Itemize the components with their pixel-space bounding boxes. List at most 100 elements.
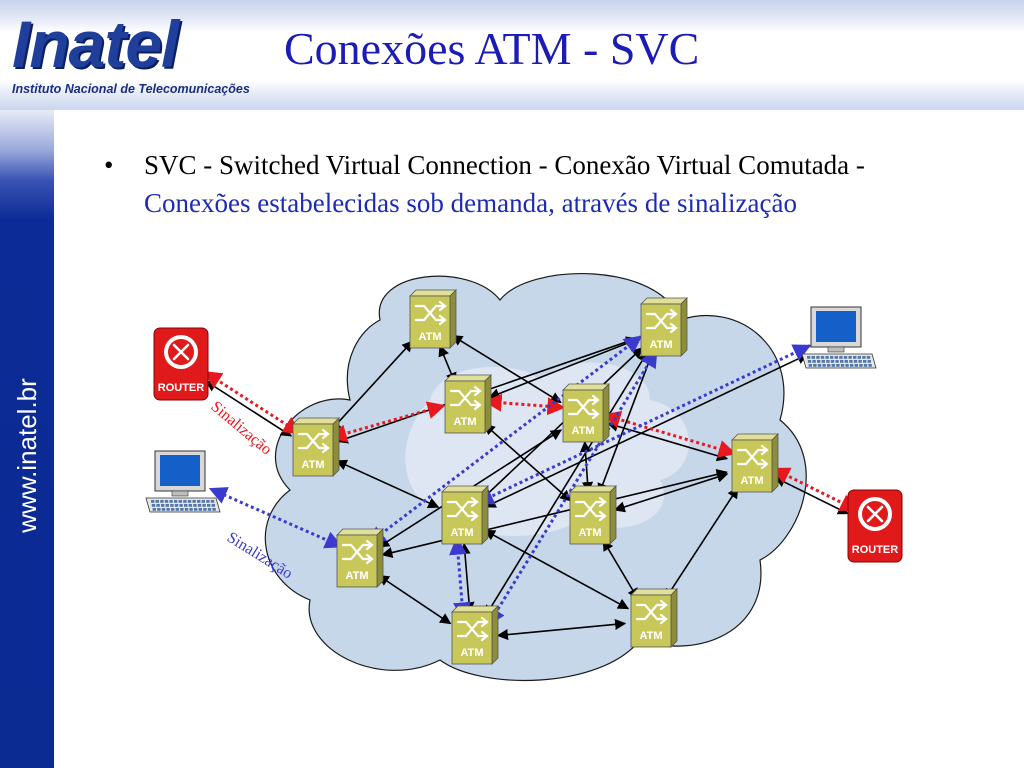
atm-switch-s2[interactable]: ATM — [292, 417, 340, 477]
switch-top-face — [731, 433, 779, 441]
keyboard-key — [808, 364, 812, 367]
switch-label: ATM — [301, 459, 324, 471]
switch-arrows-icon — [635, 599, 668, 625]
atm-switch-s6[interactable]: ATM — [441, 485, 489, 545]
keyboard-key — [194, 508, 198, 511]
keyboard-key — [820, 356, 825, 359]
keyboard-key — [854, 364, 858, 367]
keyboard-key — [807, 356, 811, 359]
keyboard-key — [843, 356, 848, 359]
switch-side-face — [481, 485, 489, 545]
switch-label: ATM — [418, 331, 441, 343]
keyboard-key — [161, 508, 166, 511]
switch-arrows-icon — [414, 300, 447, 326]
switch-arrows-icon — [574, 496, 607, 522]
keyboard-key — [160, 500, 164, 503]
router-r2[interactable]: ROUTER — [847, 489, 903, 563]
bullet-dot: • — [104, 150, 114, 180]
keyboard-key — [863, 360, 867, 363]
sidebar-band: www.inatel.br — [0, 110, 54, 768]
atm-switch-s11[interactable]: ATM — [630, 588, 678, 648]
keyboard-key — [868, 364, 872, 367]
keyboard-key — [157, 508, 161, 511]
keyboard-key — [807, 360, 812, 363]
computer-pc1[interactable] — [801, 306, 877, 369]
switch-top-face — [630, 588, 678, 596]
signal-label-red: Sinalização — [207, 398, 274, 458]
switch-label: ATM — [578, 527, 601, 539]
router-r1[interactable]: ROUTER — [153, 327, 209, 401]
keyboard-key — [826, 360, 830, 363]
switch-label: ATM — [460, 647, 483, 659]
atm-switch-s7[interactable]: ATM — [336, 528, 384, 588]
router-label: ROUTER — [158, 382, 205, 394]
network-cloud — [264, 273, 807, 682]
keyboard-key — [178, 500, 182, 503]
keyboard-key — [862, 356, 866, 359]
atm-switch-s5[interactable]: ATM — [640, 297, 688, 357]
router-arrows-icon — [866, 505, 884, 523]
switch-top-face — [441, 485, 489, 493]
keyboard-key — [825, 356, 829, 359]
keyboard-key — [831, 364, 835, 367]
header-band: Inatel Instituto Nacional de Telecomunic… — [0, 0, 1024, 110]
switch-top-face — [444, 374, 492, 382]
keyboard-key — [821, 360, 825, 363]
signal-red-r1-s2 — [203, 370, 302, 435]
keyboard-key — [193, 504, 197, 507]
switch-top-face — [451, 605, 499, 613]
switch-side-face — [680, 297, 688, 357]
keyboard-key — [206, 500, 210, 503]
keyboard-key — [812, 360, 816, 363]
switch-arrows-icon — [446, 496, 479, 522]
logo-wordmark: Inatel — [12, 7, 179, 81]
switch-arrows-icon — [567, 394, 600, 420]
atm-switch-s8[interactable]: ATM — [731, 433, 779, 493]
atm-switch-s1[interactable]: ATM — [409, 289, 457, 349]
keyboard-key — [175, 508, 179, 511]
keyboard-key — [166, 508, 170, 511]
keyboard-key — [179, 504, 183, 507]
inatel-logo[interactable]: Inatel Instituto Nacional de Telecomunic… — [12, 7, 312, 102]
keyboard-key — [857, 356, 861, 359]
computer-pc2[interactable] — [145, 450, 221, 513]
keyboard-key — [844, 360, 848, 363]
switch-arrows-icon — [645, 308, 678, 334]
atm-switch-s4[interactable]: ATM — [562, 383, 610, 443]
keyboard-key — [192, 500, 196, 503]
link-s10-s7 — [377, 574, 452, 625]
keyboard-key — [813, 364, 817, 367]
switch-label: ATM — [740, 475, 763, 487]
keyboard-key — [210, 500, 215, 503]
switch-top-face — [640, 297, 688, 305]
switch-side-face — [771, 433, 779, 493]
keyboard-key — [840, 360, 844, 363]
switch-arrows-icon — [456, 616, 489, 642]
keyboard-key — [180, 508, 184, 511]
atm-switch-s10[interactable]: ATM — [451, 605, 499, 665]
keyboard-key — [187, 500, 192, 503]
atm-switch-s3[interactable]: ATM — [444, 374, 492, 434]
switch-arrows-icon — [449, 385, 482, 411]
keyboard-key — [207, 504, 211, 507]
switch-label: ATM — [639, 630, 662, 642]
switch-side-face — [609, 485, 617, 545]
atm-switch-s9[interactable]: ATM — [569, 485, 617, 545]
switch-label: ATM — [453, 416, 476, 428]
keyboard-key — [859, 364, 863, 367]
keyboard-key — [151, 500, 155, 503]
switch-top-face — [569, 485, 617, 493]
keyboard-key — [850, 364, 854, 367]
switch-label: ATM — [450, 527, 473, 539]
keyboard-key — [184, 508, 189, 511]
switch-side-face — [670, 588, 678, 648]
keyboard-key — [830, 356, 834, 359]
keyboard-key — [866, 356, 871, 359]
keyboard-key — [164, 500, 169, 503]
keyboard-key — [835, 360, 839, 363]
keyboard-key — [848, 356, 852, 359]
keyboard-key — [840, 364, 845, 367]
switch-arrows-icon — [736, 444, 769, 470]
switch-arrows-icon — [341, 539, 374, 565]
keyboard-key — [827, 364, 831, 367]
